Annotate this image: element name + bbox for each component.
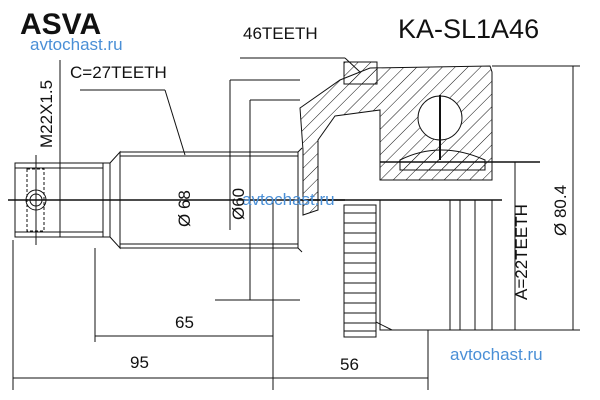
label-95: 95: [130, 353, 149, 372]
label-dia-60: Ø60: [229, 187, 248, 220]
label-dia-68: Ø 68: [175, 190, 194, 227]
label-thread: M22X1.5: [37, 79, 56, 148]
brand-logo: ASVA: [20, 8, 102, 41]
abs-ring-top: [343, 61, 378, 85]
part-number: KA-SL1A46: [398, 14, 540, 44]
watermark-top: avtochast.ru: [30, 35, 123, 54]
spline-shaft: [119, 147, 303, 253]
abs-tone-ring: [343, 204, 377, 338]
label-22teeth: A=22TEETH: [512, 204, 531, 300]
label-27teeth: C=27TEETH: [70, 63, 167, 82]
label-56: 56: [340, 355, 359, 374]
label-65: 65: [175, 313, 194, 332]
watermark-bottom: avtochast.ru: [450, 345, 543, 364]
watermark-middle: avtochast.ru: [242, 190, 335, 209]
label-46teeth: 46TEETH: [243, 24, 318, 43]
label-dia-80-4: Ø 80.4: [551, 184, 570, 236]
